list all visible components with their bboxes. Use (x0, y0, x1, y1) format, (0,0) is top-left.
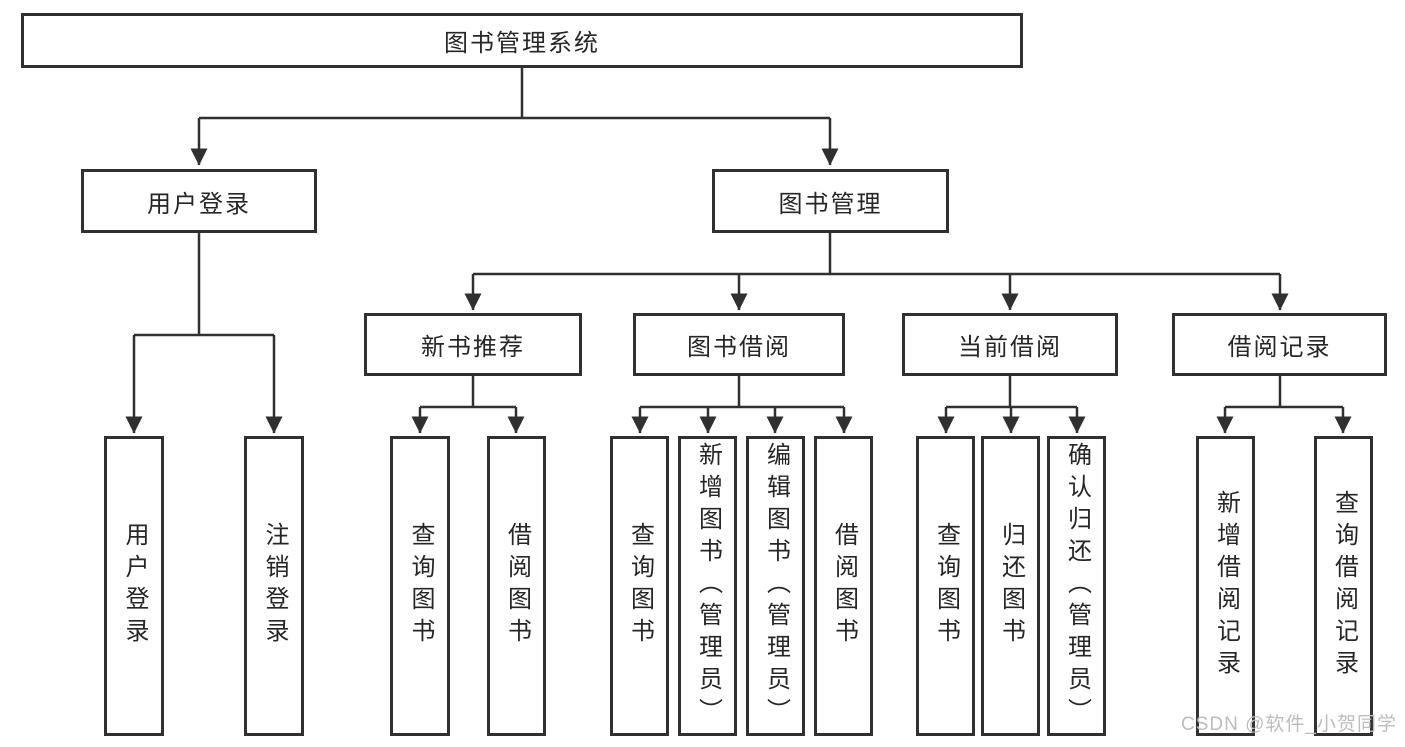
node-system-root: 图书管理系统 (21, 13, 1023, 68)
node-br-add-record: 新增借阅记录 (1196, 436, 1255, 736)
node-label: 借阅图书 (503, 522, 531, 650)
node-borrow-records: 借阅记录 (1172, 313, 1387, 376)
node-book-borrowing: 图书借阅 (633, 313, 845, 376)
node-cb-query-books: 查询图书 (916, 436, 975, 736)
node-label: 查询图书 (932, 522, 960, 650)
node-label: 归还图书 (997, 522, 1025, 650)
node-label: 新增借阅记录 (1212, 490, 1240, 682)
connectors (125, 68, 1352, 434)
node-label: 借阅记录 (1227, 334, 1332, 361)
node-bb-borrow-books: 借阅图书 (814, 436, 873, 736)
node-cb-return-books: 归还图书 (981, 436, 1040, 736)
node-label: 图书管理系统 (444, 30, 600, 57)
node-cb-confirm-return-admin: 确认归还（管理员） (1047, 436, 1106, 736)
node-bb-add-books-admin: 新增图书（管理员） (678, 436, 737, 736)
node-new-book-recommend: 新书推荐 (364, 313, 582, 376)
node-label: 当前借阅 (958, 334, 1062, 361)
node-nb-query-books: 查询图书 (390, 436, 450, 736)
node-br-query-record: 查询借阅记录 (1314, 436, 1373, 736)
node-label: 用户登录 (147, 190, 251, 218)
node-user-login: 用户登录 (104, 436, 164, 736)
node-label: 图书借阅 (687, 334, 791, 361)
node-label: 注销登录 (261, 522, 288, 650)
node-label: 借阅图书 (830, 522, 858, 650)
node-label: 新书推荐 (421, 334, 525, 361)
node-logout: 注销登录 (244, 436, 304, 736)
node-label: 查询图书 (407, 522, 434, 650)
node-nb-borrow-books: 借阅图书 (487, 436, 546, 736)
node-user-login-branch: 用户登录 (81, 169, 317, 233)
node-bb-edit-books-admin: 编辑图书（管理员） (746, 436, 805, 736)
node-label: 查询图书 (626, 522, 654, 650)
node-book-management: 图书管理 (712, 169, 949, 233)
node-label: 确认归还（管理员） (1063, 442, 1091, 730)
csdn-watermark: CSDN @软件_小贺同学 (1181, 714, 1397, 735)
node-bb-query-books: 查询图书 (610, 436, 669, 736)
node-label: 查询借阅记录 (1330, 490, 1358, 682)
node-label: 编辑图书（管理员） (762, 442, 790, 730)
node-label: 用户登录 (121, 522, 148, 650)
node-current-borrowing: 当前借阅 (902, 313, 1118, 376)
node-label: 图书管理 (778, 190, 883, 218)
node-label: 新增图书（管理员） (694, 442, 722, 730)
